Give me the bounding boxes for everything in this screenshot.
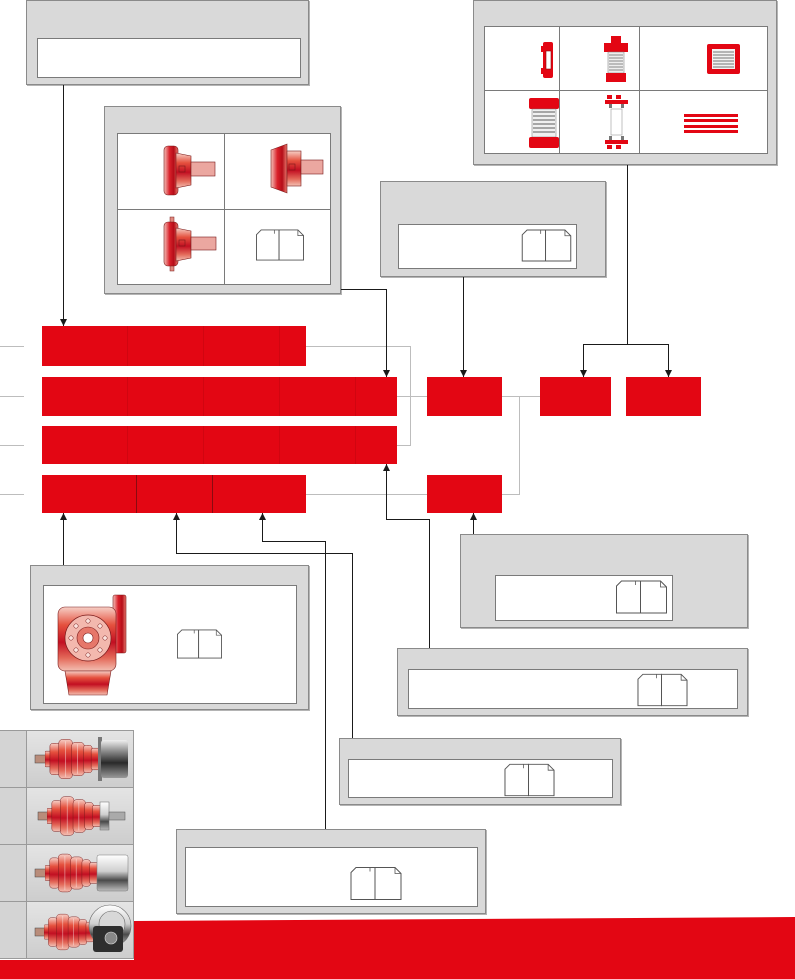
drum-coupling-icon: [529, 98, 559, 148]
worm-gearmotor-icon: [34, 904, 132, 952]
flange-gearbox-icon: [163, 216, 217, 272]
option-panel-low: [339, 738, 621, 805]
ring-coupling-icon: [541, 42, 553, 78]
box-outline-icon: [637, 673, 688, 707]
gallery-image-cell: [26, 788, 133, 844]
gallery-row-marker: [0, 845, 27, 901]
box-outline-icon: [176, 629, 223, 659]
flange-cell: [225, 134, 330, 210]
coupling-cell: [485, 27, 560, 91]
coupling-cell: [640, 91, 767, 153]
spacer-coupling-icon: [684, 114, 738, 133]
gallery-image-cell: [26, 902, 133, 958]
coupling-cell: [640, 27, 767, 91]
box-outline-icon: [615, 580, 668, 614]
box-outline-icon: [350, 866, 402, 901]
coupling-block-left: [540, 377, 611, 416]
brake-coupling-icon: [605, 95, 628, 149]
coupling-cell: [560, 91, 640, 153]
flange-gearbox-icon: [270, 143, 324, 194]
gallery-row-marker: [0, 788, 27, 844]
gallery-image-cell: [26, 731, 133, 787]
option-panel-upper: [380, 181, 606, 277]
option-panel-bottom: [176, 829, 486, 914]
option-block-a: [427, 377, 502, 416]
option-block-b: [427, 475, 502, 513]
config-bar-4-segment: [212, 475, 306, 513]
option-panel-right-field: [495, 575, 673, 621]
box-outline-icon: [521, 229, 572, 262]
gallery-row: [0, 788, 133, 845]
gallery-image-cell: [26, 845, 133, 901]
option-panel-bottom-field: [185, 847, 478, 907]
input-panel-field: [37, 38, 301, 78]
config-bar-4: [42, 475, 306, 513]
config-bar-4-segment: [42, 475, 136, 513]
option-panel-right: [460, 534, 748, 628]
input-panel: [26, 0, 309, 85]
gallery-row-marker: [0, 902, 27, 958]
config-bar-3: [42, 426, 397, 464]
gallery-row: [0, 902, 133, 959]
gallery-row: [0, 845, 133, 902]
option-panel-mid: [397, 648, 748, 716]
box-outline-icon: [504, 763, 555, 797]
flange-panel: [104, 106, 341, 294]
coupling-block-right: [626, 377, 701, 416]
coupling-cell: [560, 27, 640, 91]
flange-cell: [225, 210, 330, 284]
worm-panel-field: [43, 585, 297, 704]
config-bar-2: [42, 377, 397, 416]
flange-coupling-icon: [604, 36, 628, 82]
planetary-gearbox-icon: [37, 796, 126, 836]
config-bar-1: [42, 326, 306, 366]
flange-gearbox-icon: [163, 145, 216, 196]
option-panel-upper-field: [398, 224, 577, 269]
gallery-row-marker: [0, 731, 27, 787]
coupling-panel: [473, 0, 777, 165]
config-bar-4-segment: [136, 475, 212, 513]
gearmotor-gallery: [0, 730, 134, 959]
worm-gearbox-icon: [57, 594, 127, 696]
footer-band-shape: [0, 917, 795, 979]
option-panel-low-field: [348, 759, 613, 798]
flange-cell: [118, 134, 225, 210]
box-outline-icon: [255, 229, 305, 261]
coupling-cell: [485, 91, 560, 153]
flange-grid: [117, 133, 331, 285]
gallery-row: [0, 731, 133, 788]
worm-panel: [30, 565, 309, 710]
flange-cell: [118, 210, 225, 284]
coupling-grid: [484, 26, 768, 154]
planetary-gearmotor-icon: [34, 737, 128, 781]
option-panel-mid-field: [408, 669, 738, 709]
sleeve-coupling-icon: [707, 44, 740, 74]
planetary-gearmotor-icon: [34, 853, 129, 893]
